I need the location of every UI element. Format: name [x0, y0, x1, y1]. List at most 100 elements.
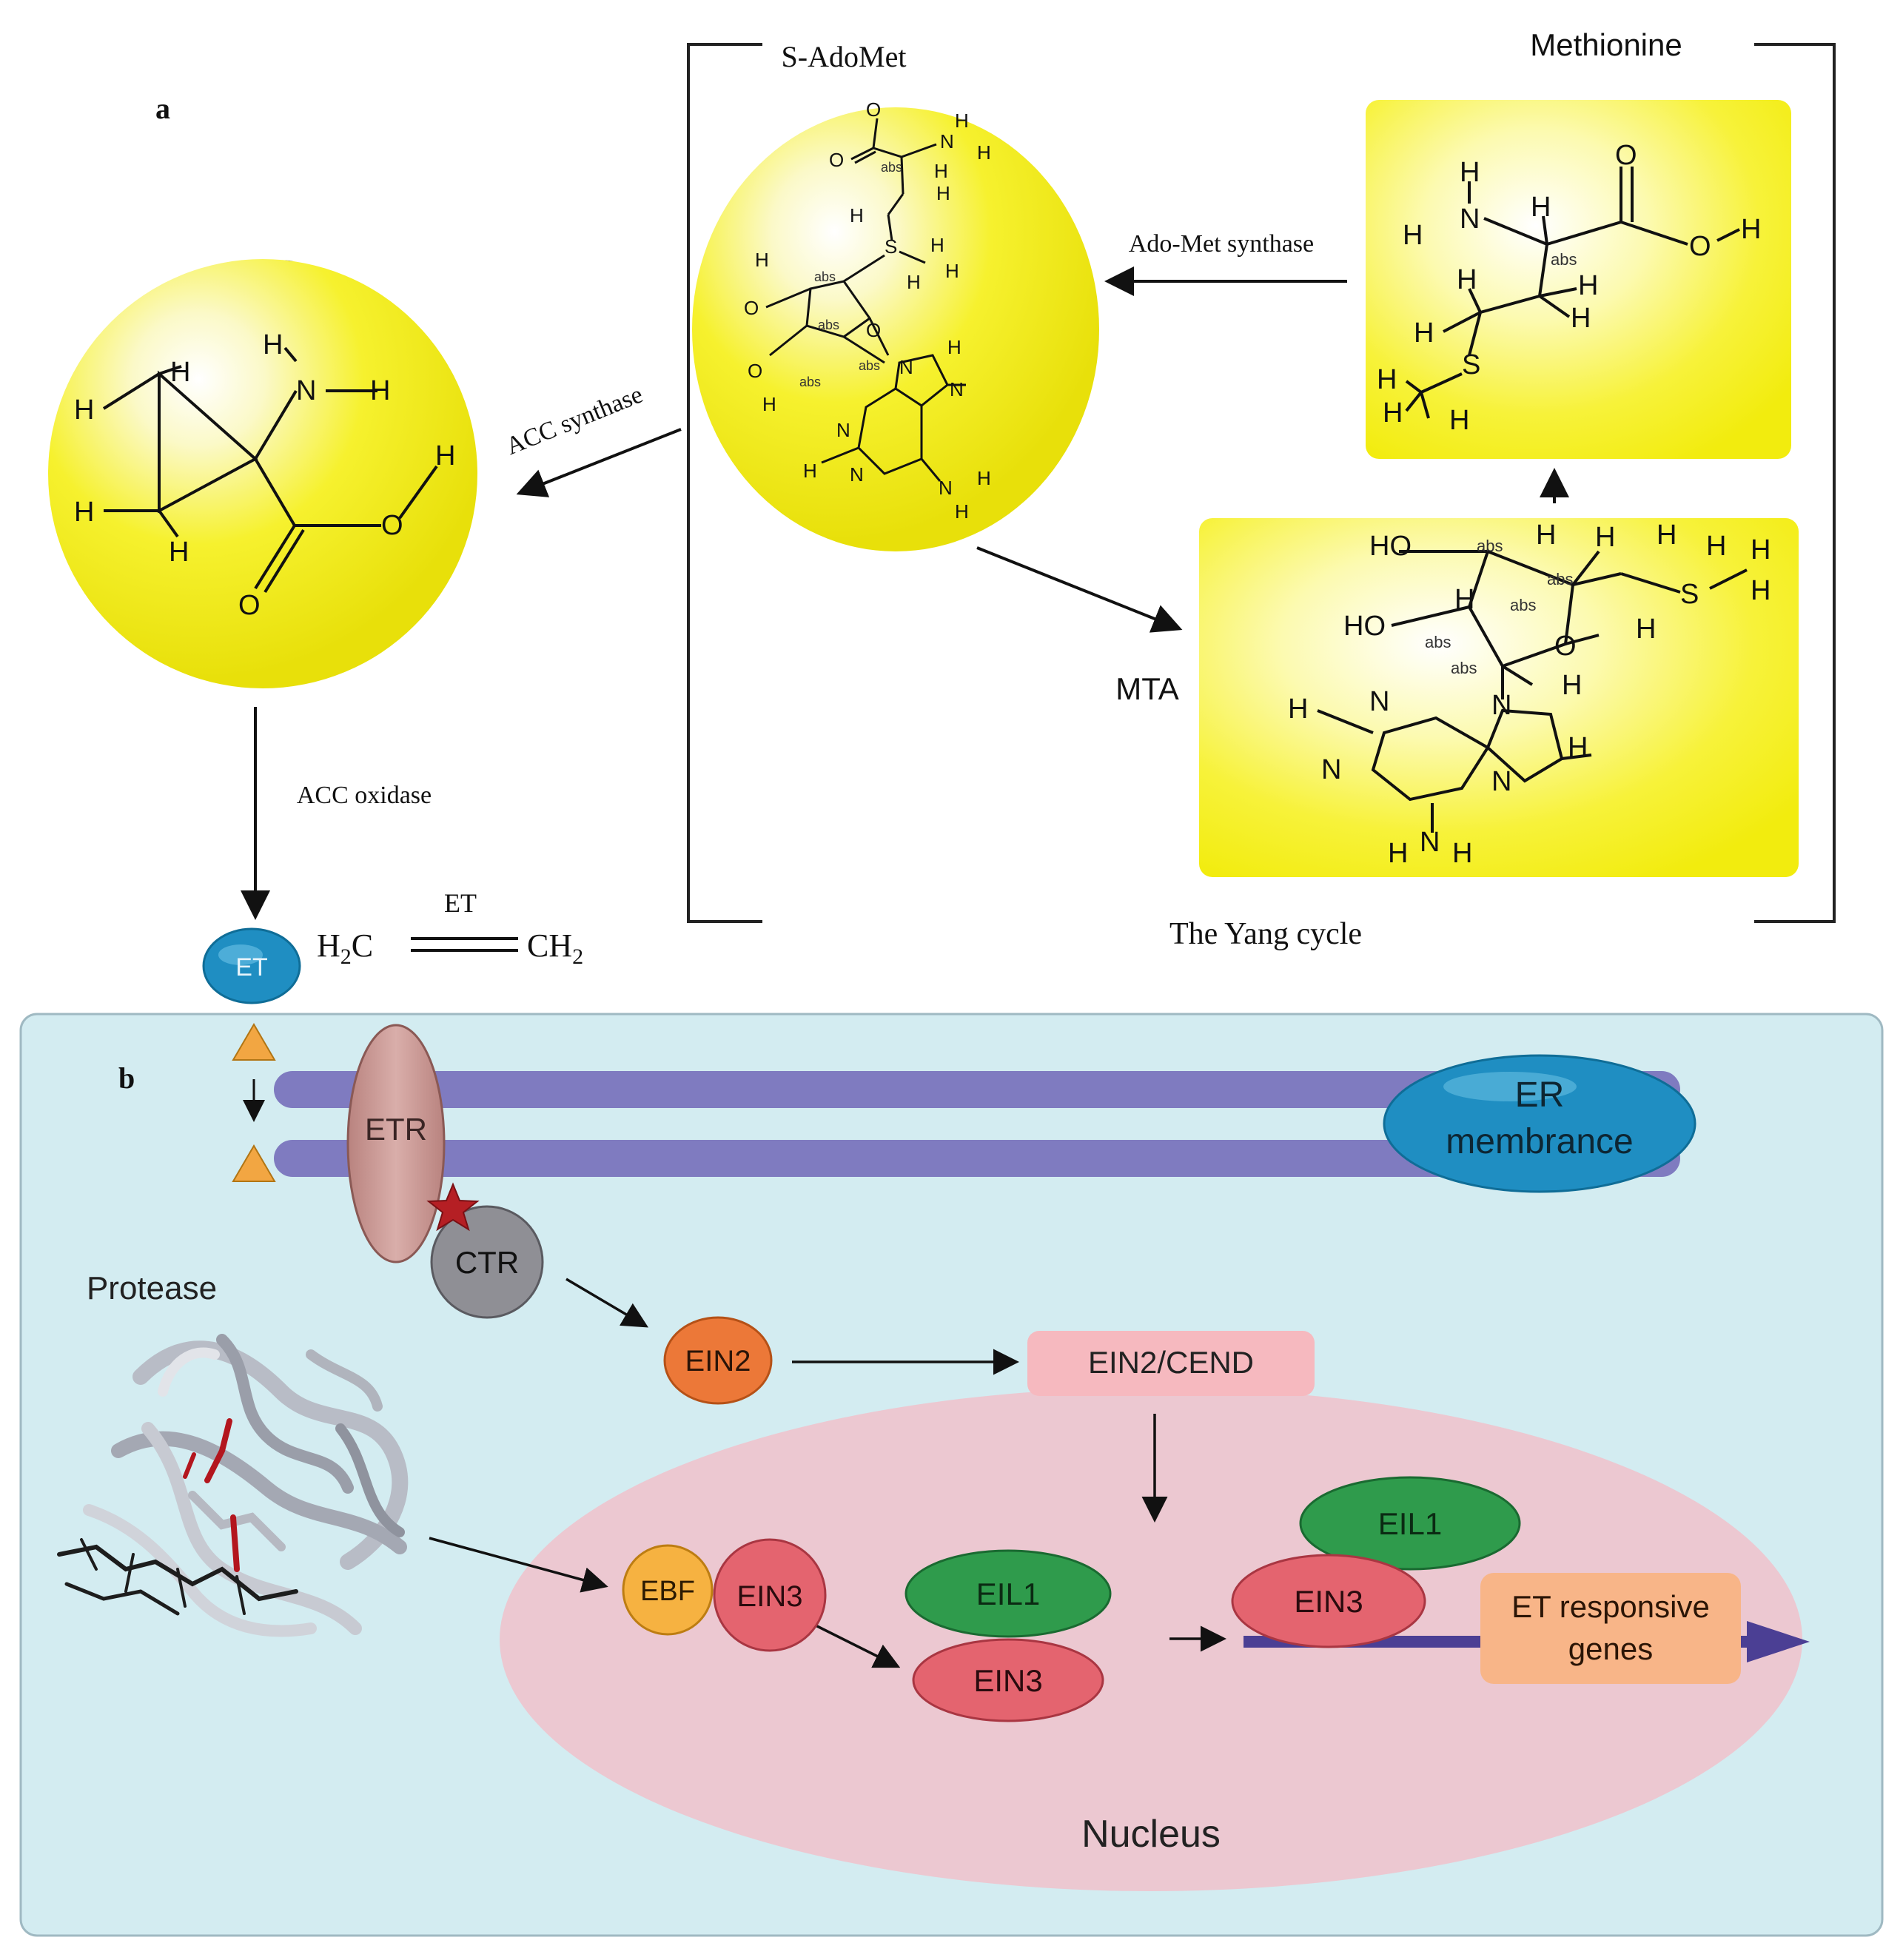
- mta-atom-h2: H: [1595, 522, 1615, 553]
- sadomet-abs4: abs: [799, 375, 821, 389]
- ethylene-ch2-sub: 2: [572, 944, 583, 969]
- er-membrane-bar-bottom: [274, 1140, 1680, 1177]
- acc-atom-h-n: H: [370, 375, 390, 406]
- pathway-arrows-b: [429, 1278, 1226, 1668]
- mta-abs4: abs: [1451, 659, 1477, 677]
- methionine-atom-s: S: [1462, 349, 1480, 380]
- methionine-atom-o-oh: O: [1689, 231, 1711, 262]
- acc-oxidase-label: ACC oxidase: [297, 782, 432, 809]
- et-genes-line1: ET responsive: [1511, 1589, 1710, 1624]
- methionine-atom-h-b1: H: [1578, 270, 1598, 301]
- acc-molecule: ACC H N H H H H H O H O: [48, 255, 477, 688]
- ctr-label: CTR: [455, 1245, 519, 1280]
- ethylene-h2c-c: C: [352, 927, 373, 964]
- methionine-atom-h-alpha: H: [1531, 192, 1551, 223]
- acc-synthase-arrow: [516, 428, 682, 497]
- sadomet-atom-o-ring: O: [866, 319, 881, 341]
- methionine-abs: abs: [1551, 250, 1577, 269]
- methionine-atom-h-m3: H: [1449, 405, 1469, 436]
- dna-direction-arrow-icon: [1747, 1621, 1810, 1662]
- acc-atom-h-bottom: H: [169, 537, 189, 568]
- sadomet-abs2: abs: [814, 269, 836, 284]
- eil1-middle-label: EIL1: [976, 1577, 1040, 1611]
- sadomet-atom-h5: H: [850, 204, 864, 226]
- sadomet-atom-nh2-n: N: [939, 477, 953, 499]
- sadomet-atom-s-plus: S: [885, 235, 897, 258]
- sadomet-molecule: S-AdoMet O O N H: [692, 40, 1099, 551]
- sadomet-atom-h2: H: [977, 141, 991, 164]
- mta-atom-hm1: H: [1706, 531, 1726, 562]
- eil1-bound-label: EIL1: [1378, 1506, 1442, 1541]
- ein2-label: EIN2: [685, 1345, 751, 1377]
- ethylene-h2c-h: H: [317, 927, 340, 964]
- mta-box: [1199, 518, 1799, 877]
- sadomet-sphere: [692, 107, 1099, 551]
- ctr-kinase: CTR: [430, 1205, 544, 1319]
- mta-atom-n9: N: [1491, 690, 1511, 721]
- protease-label: Protease: [87, 1270, 217, 1306]
- sadomet-atom-nh2-h2: H: [955, 500, 969, 523]
- mta-atom-h1: H: [1536, 520, 1556, 551]
- methionine-atom-h-m2: H: [1383, 397, 1403, 429]
- mta-atom-hm2: H: [1751, 534, 1771, 565]
- acc-atom-o-hydroxyl: O: [381, 510, 403, 541]
- eil1-protein-middle: EIL1: [904, 1549, 1112, 1638]
- methionine-atom-h-b2: H: [1571, 303, 1591, 334]
- ein2-protein: EIN2: [663, 1316, 773, 1405]
- methionine-molecule: Methionine H N H H: [1366, 27, 1791, 459]
- et-responsive-genes-box: ET responsive genes: [1480, 1573, 1741, 1684]
- sadomet-atom-n: N: [940, 130, 954, 152]
- svg-text:CH2: CH2: [527, 927, 583, 969]
- sadomet-atom-nh2-h1: H: [977, 467, 991, 489]
- methionine-atom-h-g1: H: [1457, 264, 1477, 295]
- eil1-protein-bound: EIL1: [1299, 1476, 1521, 1571]
- pathway-arrows-a: [241, 266, 1569, 920]
- sadomet-abs1: abs: [881, 160, 902, 175]
- ein3-protein-bound: EIN3: [1231, 1554, 1426, 1648]
- sadomet-title: S-AdoMet: [782, 40, 907, 73]
- sadomet-atom-oh2-o: O: [748, 360, 762, 382]
- er-membrane-ellipse: ER membrance: [1383, 1054, 1696, 1193]
- mta-title: MTA: [1115, 671, 1179, 706]
- mta-atom-h6: H: [1562, 670, 1582, 701]
- ein2-cend-fragment: EIN2/CEND: [1027, 1331, 1315, 1396]
- ethylene-ch2-ch: CH: [527, 927, 572, 964]
- mta-atom-o-ring: O: [1554, 631, 1577, 662]
- mta-atom-h3: H: [1657, 520, 1677, 551]
- ethylene-formula: ET H2C CH2: [317, 888, 583, 969]
- yang-cycle-bracket: [687, 43, 1836, 923]
- yang-cycle-label: The Yang cycle: [1169, 917, 1362, 951]
- mta-atom-n7: N: [1491, 766, 1511, 797]
- er-membrane-line2: membrance: [1446, 1122, 1633, 1161]
- ein3-to-dimer-arrow: [813, 1623, 901, 1668]
- nucleus-label: Nucleus: [1081, 1813, 1221, 1856]
- methionine-atom-h-n1: H: [1460, 157, 1480, 188]
- ethylene-formula-label: ET: [444, 888, 477, 918]
- mta-atom-h4: H: [1636, 614, 1656, 645]
- ein3-protein-free: EIN3: [713, 1538, 827, 1652]
- sadomet-atom-oh1-h: H: [755, 249, 769, 271]
- protease-to-ebf-arrow: [429, 1537, 608, 1593]
- sadomet-atom-h-c8: H: [947, 336, 961, 358]
- mta-atom-h5: H: [1454, 584, 1474, 615]
- mta-atom-h-c2: H: [1288, 694, 1308, 725]
- ebf-label: EBF: [640, 1576, 695, 1607]
- ein3-middle-label: EIN3: [973, 1663, 1042, 1698]
- mta-atom-hm3: H: [1751, 575, 1771, 606]
- sadomet-atom-n9: N: [899, 356, 913, 378]
- ctr-to-ein2-arrow: [565, 1278, 649, 1328]
- sadomet-atom-h1: H: [955, 110, 969, 132]
- mta-atom-nh2-n: N: [1420, 827, 1440, 858]
- acc-atom-h-hydroxyl: H: [435, 440, 455, 471]
- ein3-protein-middle: EIN3: [912, 1638, 1104, 1722]
- protease-structure-image: [57, 1334, 409, 1637]
- et-molecule-bubble: ET: [202, 927, 301, 1004]
- svg-text:H2C: H2C: [317, 927, 373, 969]
- sadomet-to-mta-arrow: [976, 546, 1183, 633]
- methionine-box: [1366, 100, 1791, 459]
- et-bubble-label: ET: [235, 953, 267, 981]
- mta-abs3: abs: [1425, 633, 1451, 651]
- acc-synthase-label: ACC synthase: [503, 380, 647, 460]
- mta-atom-n1: N: [1321, 754, 1341, 785]
